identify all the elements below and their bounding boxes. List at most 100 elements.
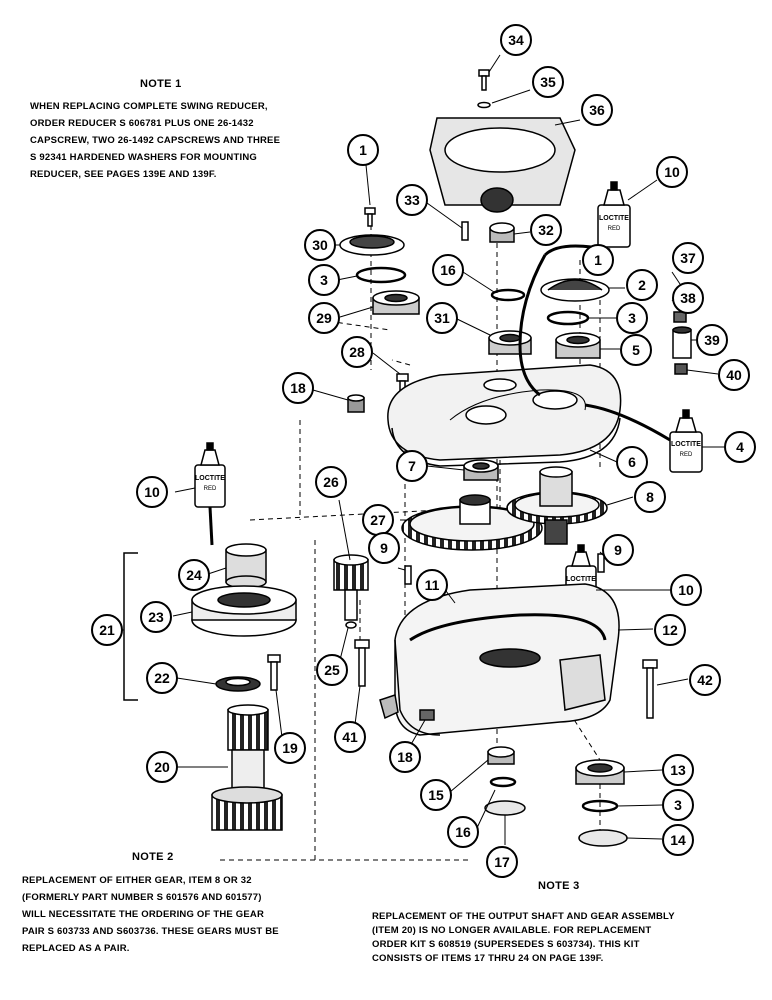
bottle-label: LOCTITE bbox=[599, 215, 629, 222]
callout-number-34: 34 bbox=[508, 32, 524, 48]
part-18-nut-shape bbox=[347, 394, 365, 413]
callout-circle-3 bbox=[308, 264, 340, 296]
callout-circle-20 bbox=[146, 751, 178, 783]
callout-circle-18 bbox=[389, 741, 421, 773]
note-1-line: REDUCER, SEE PAGES 139E AND 139F. bbox=[30, 169, 217, 180]
callout-circle-24 bbox=[178, 559, 210, 591]
part-19-capscrew-shape bbox=[267, 654, 281, 691]
note-3-line: REPLACEMENT OF THE OUTPUT SHAFT AND GEAR… bbox=[372, 911, 675, 922]
note-2-line: (FORMERLY PART NUMBER S 601576 AND 60157… bbox=[22, 892, 262, 903]
part-38-fitting-shape bbox=[673, 311, 687, 323]
part-17-cap-shape bbox=[484, 800, 526, 816]
callout-circle-37 bbox=[672, 242, 704, 274]
part-15-bearing-shape bbox=[487, 746, 515, 765]
part-34-capscrew-shape bbox=[478, 69, 490, 91]
callout-number-3: 3 bbox=[674, 797, 682, 813]
callout-number-10: 10 bbox=[144, 484, 160, 500]
callout-number-2: 2 bbox=[638, 277, 646, 293]
part-29-bearing-shape bbox=[372, 290, 420, 315]
callout-number-3: 3 bbox=[320, 272, 328, 288]
callout-circle-16 bbox=[447, 816, 479, 848]
callout-circle-38 bbox=[672, 282, 704, 314]
callout-circle-26 bbox=[315, 466, 347, 498]
callout-number-23: 23 bbox=[148, 609, 164, 625]
callout-circle-22 bbox=[146, 662, 178, 694]
sealant-bead-line bbox=[584, 403, 671, 442]
note-3-title: NOTE 3 bbox=[538, 880, 580, 892]
callout-number-35: 35 bbox=[540, 74, 556, 90]
part-36-cover-shape bbox=[429, 117, 576, 213]
note-1-text: WHEN REPLACING COMPLETE SWING REDUCER, O… bbox=[30, 98, 280, 183]
part-42-capscrew-shape bbox=[642, 659, 658, 719]
callout-number-3: 3 bbox=[628, 310, 636, 326]
part-2-cover-shape bbox=[540, 278, 610, 302]
part-8-gear-shaft-shape bbox=[506, 466, 608, 545]
note-1: NOTE 1 bbox=[140, 78, 182, 90]
part-23-flange-shape bbox=[191, 585, 297, 637]
part-22-seal-shape bbox=[215, 676, 261, 692]
note-3-line: (ITEM 20) IS NO LONGER AVAILABLE. FOR RE… bbox=[372, 925, 652, 936]
callout-number-4: 4 bbox=[736, 439, 744, 455]
leader-lines bbox=[122, 54, 724, 845]
callout-circle-21 bbox=[91, 614, 123, 646]
callout-circle-39 bbox=[696, 324, 728, 356]
callout-number-20: 20 bbox=[154, 759, 170, 775]
callout-circle-4 bbox=[724, 431, 756, 463]
part-16-snap-ring-shape bbox=[490, 288, 526, 302]
part-26-pinion-shaft-shape bbox=[333, 554, 369, 629]
callout-circle-3 bbox=[616, 302, 648, 334]
part-39-cylinder-shape bbox=[672, 326, 692, 359]
part-9-pin-shape bbox=[404, 565, 412, 585]
callout-circle-42 bbox=[689, 664, 721, 696]
callout-number-38: 38 bbox=[680, 290, 696, 306]
callout-number-40: 40 bbox=[726, 367, 742, 383]
callout-circle-35 bbox=[532, 66, 564, 98]
callout-number-31: 31 bbox=[434, 310, 450, 326]
note-2-line: REPLACED AS A PAIR. bbox=[22, 943, 130, 954]
callout-number-14: 14 bbox=[670, 832, 686, 848]
callout-circle-10 bbox=[656, 156, 688, 188]
part-30-cover-plate-shape bbox=[339, 234, 405, 256]
callout-number-41: 41 bbox=[342, 729, 358, 745]
callout-circle-36 bbox=[581, 94, 613, 126]
callout-number-9: 9 bbox=[614, 542, 622, 558]
part-3-snap-ring-shape bbox=[355, 266, 407, 284]
callout-circle-11 bbox=[416, 569, 448, 601]
part-3-snap-ring-shape-right bbox=[546, 310, 590, 326]
callout-circle-5 bbox=[620, 334, 652, 366]
note-3-text: REPLACEMENT OF THE OUTPUT SHAFT AND GEAR… bbox=[372, 910, 675, 966]
callout-circle-1 bbox=[582, 244, 614, 276]
callout-number-18: 18 bbox=[290, 380, 306, 396]
bottle-sublabel: RED bbox=[204, 486, 217, 492]
callout-circle-3 bbox=[662, 789, 694, 821]
part-14-cap-shape bbox=[578, 829, 628, 847]
callout-number-26: 26 bbox=[323, 474, 339, 490]
callout-circle-15 bbox=[420, 779, 452, 811]
note-2-line: REPLACEMENT OF EITHER GEAR, ITEM 8 OR 32 bbox=[22, 875, 252, 886]
callout-circle-32 bbox=[530, 214, 562, 246]
callout-circle-40 bbox=[718, 359, 750, 391]
part-16-snap-ring-shape bbox=[489, 776, 517, 788]
part-13-bearing-shape bbox=[575, 759, 625, 785]
callout-number-8: 8 bbox=[646, 489, 654, 505]
callout-number-10: 10 bbox=[678, 582, 694, 598]
part-24-sleeve-shape bbox=[225, 543, 267, 589]
callout-circle-31 bbox=[426, 302, 458, 334]
bottle-sublabel: RED bbox=[608, 226, 621, 232]
note-2-line: PAIR S 603733 AND S603736. THESE GEARS M… bbox=[22, 926, 279, 937]
callout-number-25: 25 bbox=[324, 662, 340, 678]
callout-number-27: 27 bbox=[370, 512, 386, 528]
callout-circle-25 bbox=[316, 654, 348, 686]
callout-number-12: 12 bbox=[662, 622, 678, 638]
note-1-title: NOTE 1 bbox=[140, 78, 182, 90]
callout-number-24: 24 bbox=[186, 567, 202, 583]
callout-circle-7 bbox=[396, 450, 428, 482]
callout-number-42: 42 bbox=[697, 672, 713, 688]
callout-number-32: 32 bbox=[538, 222, 554, 238]
note-2-title: NOTE 2 bbox=[132, 851, 174, 863]
part-18-plug-shape bbox=[379, 694, 435, 721]
callout-circle-10 bbox=[136, 476, 168, 508]
callout-number-7: 7 bbox=[408, 458, 416, 474]
note-3: NOTE 3 bbox=[538, 880, 580, 892]
